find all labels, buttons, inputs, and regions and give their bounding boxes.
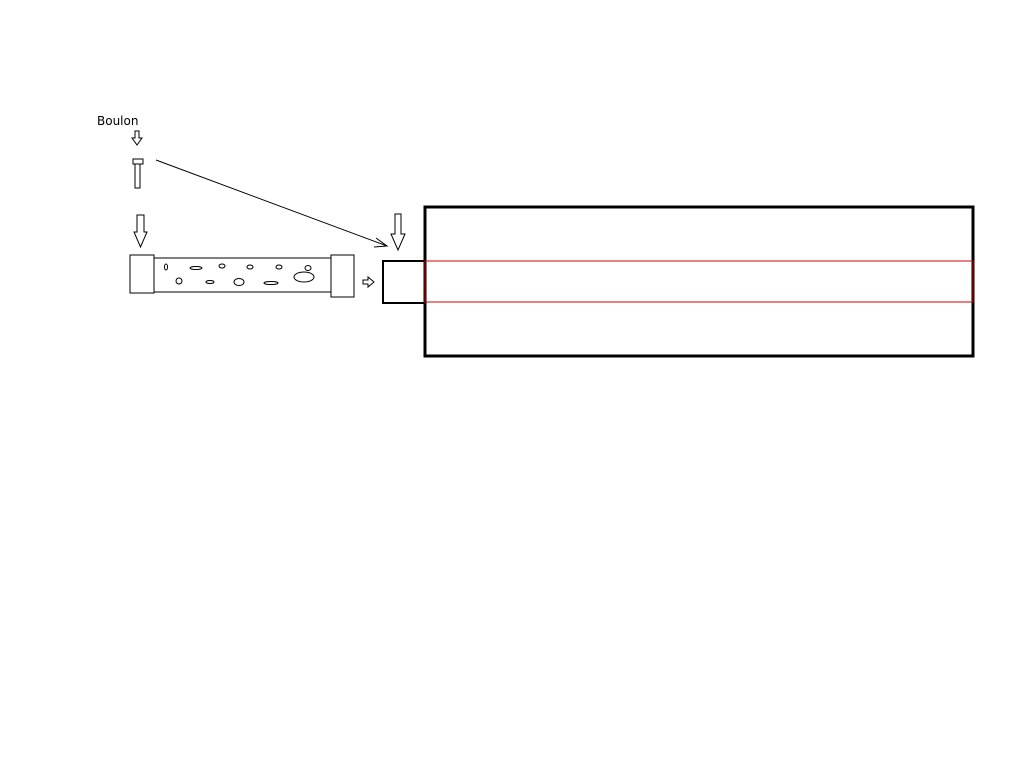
particle — [233, 278, 245, 286]
particle — [293, 271, 315, 283]
particle — [164, 263, 168, 271]
bolt-label-arrow-icon — [131, 130, 143, 146]
bolt-icon — [132, 158, 144, 189]
particle — [263, 281, 279, 285]
particle — [189, 266, 203, 270]
particle — [175, 277, 183, 285]
slot-down-arrow-icon — [390, 213, 406, 252]
tube-to-slot-arrow-icon — [362, 275, 375, 289]
particle — [205, 280, 215, 284]
red-channel — [424, 260, 974, 303]
bolt-label: Boulon — [97, 114, 138, 128]
particle — [246, 264, 254, 270]
main-container — [423, 205, 975, 358]
tube-assembly — [129, 254, 355, 298]
particle — [304, 265, 312, 271]
tube-particles — [164, 263, 315, 286]
bolt-to-slot-arrow — [155, 159, 389, 248]
tube-down-arrow-icon — [133, 214, 148, 249]
tube-right-cap — [330, 254, 355, 298]
particle — [275, 264, 283, 270]
particle — [218, 263, 226, 269]
input-slot — [382, 260, 426, 304]
tube-left-cap — [129, 254, 155, 294]
